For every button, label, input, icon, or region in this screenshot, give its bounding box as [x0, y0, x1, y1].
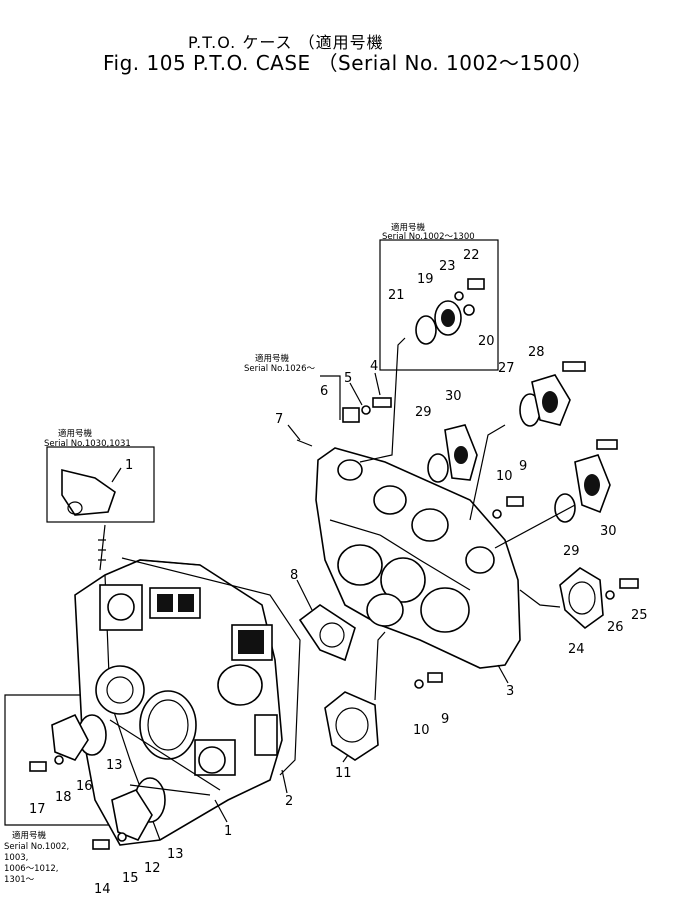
- callout-25: 25: [631, 608, 648, 623]
- callout-2: 2: [285, 794, 293, 809]
- note-mid: 適用号機 Serial No.1026～: [244, 353, 315, 374]
- callout-24: 24: [568, 642, 585, 657]
- note-left-serial: Serial No.1030,1031: [44, 439, 131, 449]
- callout-23: 23: [439, 259, 456, 274]
- note-top-serial: Serial No.1002～1300: [382, 232, 475, 242]
- callout-11: 11: [335, 766, 352, 781]
- leader-lines: [109, 337, 576, 823]
- callout-29-upper: 29: [415, 405, 432, 420]
- note-bottom: 適用号機 Serial No.1002, 1003, 1006～1012, 13…: [4, 830, 69, 885]
- note-bottom-line3: 1006～1012,: [4, 864, 58, 874]
- note-left-jp: 適用号機: [58, 428, 93, 439]
- note-mid-jp: 適用号機: [255, 353, 290, 364]
- note-mid-serial: Serial No.1026～: [244, 364, 315, 374]
- callout-1: 1: [224, 824, 232, 839]
- callout-10-lower: 10: [413, 723, 430, 738]
- callout-17: 17: [29, 802, 46, 817]
- callout-26: 26: [607, 620, 624, 635]
- callout-12: 12: [144, 861, 161, 876]
- callout-27: 27: [498, 361, 515, 376]
- title-japanese: P.T.O. ケース （適用号機: [188, 33, 384, 52]
- parts-group: [29, 278, 639, 850]
- callout-28: 28: [528, 345, 545, 360]
- callout-4: 4: [370, 359, 378, 374]
- callout-9-upper: 9: [519, 459, 527, 474]
- inset-box-left: [46, 446, 155, 523]
- inset-box-top: [379, 239, 499, 371]
- callout-30-upper: 30: [445, 389, 462, 404]
- callout-3: 3: [506, 684, 514, 699]
- note-top-jp: 適用号機: [391, 222, 426, 233]
- callout-5: 5: [344, 371, 352, 386]
- callout-9-lower: 9: [441, 712, 449, 727]
- callout-18: 18: [55, 790, 72, 805]
- cover-plate: [315, 447, 521, 669]
- callout-20: 20: [478, 334, 495, 349]
- callout-14: 14: [94, 882, 111, 897]
- callout-10-upper: 10: [496, 469, 513, 484]
- callout-8: 8: [290, 568, 298, 583]
- callout-29-lower: 29: [563, 544, 580, 559]
- figure-title: Fig. 105 P.T.O. CASE （Serial No. 1002～15…: [103, 51, 593, 75]
- callout-21: 21: [388, 288, 405, 303]
- callout-numbers: 1 1 2 3 4 5 6 7 8 9 9 10 10 11 12 13 13 …: [29, 248, 648, 897]
- inset-bracket-mid: [320, 375, 341, 420]
- pto-case-main: [74, 557, 301, 846]
- inset-box-bottom: [4, 694, 150, 826]
- note-bottom-serial: Serial No.1002,: [4, 842, 69, 852]
- callout-6: 6: [320, 384, 328, 399]
- callout-13-upper: 13: [106, 758, 123, 773]
- note-left: 適用号機 Serial No.1030,1031: [44, 428, 131, 449]
- callout-13-lower: 13: [167, 847, 184, 862]
- callout-7: 7: [275, 412, 283, 427]
- callout-16: 16: [76, 779, 93, 794]
- note-bottom-jp: 適用号機: [12, 830, 47, 841]
- callout-30-lower: 30: [600, 524, 617, 539]
- callout-1-inset: 1: [125, 458, 133, 473]
- callout-22: 22: [463, 248, 480, 263]
- callout-19: 19: [417, 272, 434, 287]
- note-bottom-line4: 1301～: [4, 875, 35, 885]
- note-top: 適用号機 Serial No.1002～1300: [382, 222, 475, 242]
- note-bottom-line2: 1003,: [4, 853, 28, 863]
- callout-15: 15: [122, 871, 139, 886]
